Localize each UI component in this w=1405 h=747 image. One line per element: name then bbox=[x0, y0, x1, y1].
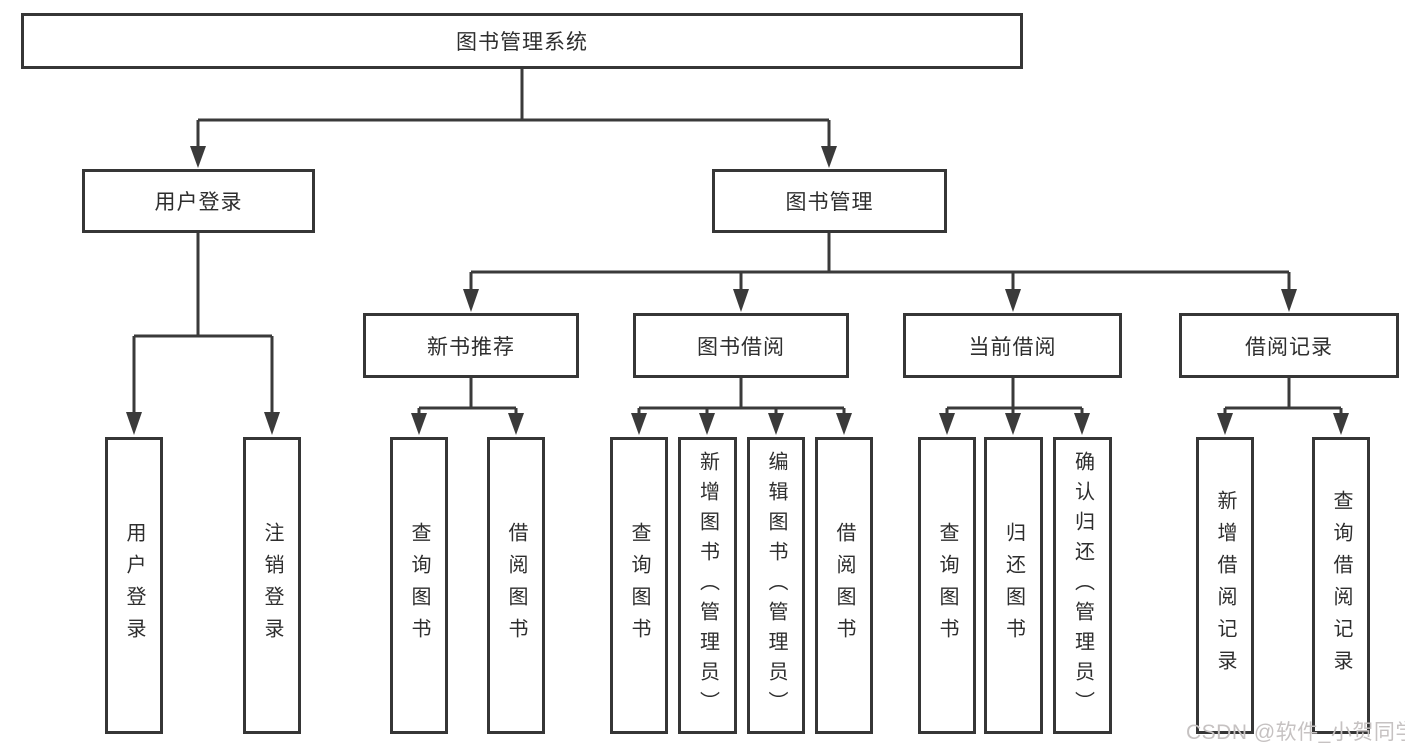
arrow-down-icon bbox=[190, 146, 206, 168]
node-book-management: 图书管理 bbox=[712, 169, 947, 233]
connector-borrowing-records-to-leaves bbox=[1223, 378, 1343, 415]
arrow-down-icon bbox=[264, 412, 280, 435]
arrow-down-icon bbox=[463, 289, 479, 312]
leaf-borrow-books-borrowing: 借阅图书 bbox=[815, 437, 873, 734]
arrow-down-icon bbox=[733, 289, 749, 312]
arrow-down-icon bbox=[821, 146, 837, 168]
leaf-query-books-borrowing: 查询图书 bbox=[610, 437, 668, 734]
node-label: 注销登录 bbox=[261, 521, 283, 650]
arrow-down-icon bbox=[836, 413, 852, 435]
connector-book-management-to-level3 bbox=[469, 233, 1291, 291]
node-root-library-system: 图书管理系统 bbox=[21, 13, 1023, 69]
arrow-down-icon bbox=[508, 413, 524, 435]
csdn-watermark: CSDN @软件_小贺同学 bbox=[1186, 721, 1405, 744]
arrow-down-icon bbox=[411, 413, 427, 435]
node-label: 查询图书 bbox=[936, 521, 958, 650]
arrow-down-icon bbox=[1074, 413, 1090, 435]
leaf-add-borrow-record: 新增借阅记录 bbox=[1196, 437, 1254, 734]
leaf-return-books: 归还图书 bbox=[984, 437, 1043, 734]
node-user-login: 用户登录 bbox=[82, 169, 315, 233]
leaf-edit-book-admin: 编辑图书（管理员） bbox=[747, 437, 805, 734]
node-label: 当前借阅 bbox=[968, 335, 1057, 359]
node-label: 新增图书（管理员） bbox=[696, 450, 719, 721]
node-label: 借阅图书 bbox=[505, 521, 527, 650]
node-book-borrowing: 图书借阅 bbox=[633, 313, 849, 378]
node-label: 查询借阅记录 bbox=[1330, 489, 1352, 682]
arrow-down-icon bbox=[939, 413, 955, 435]
arrow-down-icon bbox=[631, 413, 647, 435]
connector-current-borrowing-to-leaves bbox=[945, 378, 1084, 415]
node-label: 新书推荐 bbox=[427, 335, 515, 359]
arrow-down-icon bbox=[126, 412, 142, 435]
node-new-book-recommendation: 新书推荐 bbox=[363, 313, 579, 378]
arrow-down-icon bbox=[1005, 413, 1021, 435]
node-label: 用户登录 bbox=[154, 191, 243, 214]
leaf-add-book-admin: 新增图书（管理员） bbox=[678, 437, 737, 734]
node-label: 图书管理 bbox=[785, 191, 874, 214]
leaf-confirm-return-admin: 确认归还（管理员） bbox=[1053, 437, 1112, 734]
node-label: 借阅记录 bbox=[1245, 335, 1333, 359]
leaf-query-borrow-record: 查询借阅记录 bbox=[1312, 437, 1370, 734]
arrow-down-icon bbox=[1281, 289, 1297, 312]
arrow-down-icon bbox=[768, 413, 784, 435]
node-label: 编辑图书（管理员） bbox=[765, 450, 787, 721]
node-label: 借阅图书 bbox=[833, 521, 855, 650]
leaf-user-login: 用户登录 bbox=[105, 437, 163, 734]
leaf-borrow-books-recommend: 借阅图书 bbox=[487, 437, 545, 734]
node-label: 用户登录 bbox=[123, 521, 145, 650]
node-label: 归还图书 bbox=[1002, 521, 1025, 650]
leaf-query-books-current: 查询图书 bbox=[918, 437, 976, 734]
leaf-logout: 注销登录 bbox=[243, 437, 301, 734]
node-label: 查询图书 bbox=[628, 521, 650, 650]
node-label: 图书借阅 bbox=[697, 335, 785, 359]
leaf-query-books-recommend: 查询图书 bbox=[390, 437, 448, 734]
node-current-borrowing: 当前借阅 bbox=[903, 313, 1122, 378]
node-label: 图书管理系统 bbox=[456, 31, 588, 54]
connector-root-to-level2 bbox=[196, 69, 831, 147]
connector-new-book-to-leaves bbox=[417, 378, 518, 415]
node-borrowing-records: 借阅记录 bbox=[1179, 313, 1399, 378]
node-label: 新增借阅记录 bbox=[1214, 489, 1236, 682]
arrow-down-icon bbox=[1217, 413, 1233, 435]
node-label: 确认归还（管理员） bbox=[1071, 450, 1094, 721]
arrow-down-icon bbox=[699, 413, 715, 435]
arrow-down-icon bbox=[1333, 413, 1349, 435]
connector-book-borrowing-to-leaves bbox=[637, 378, 846, 415]
arrow-down-icon bbox=[1005, 289, 1021, 312]
connector-user-login-to-leaves bbox=[132, 233, 274, 414]
node-label: 查询图书 bbox=[408, 521, 430, 650]
